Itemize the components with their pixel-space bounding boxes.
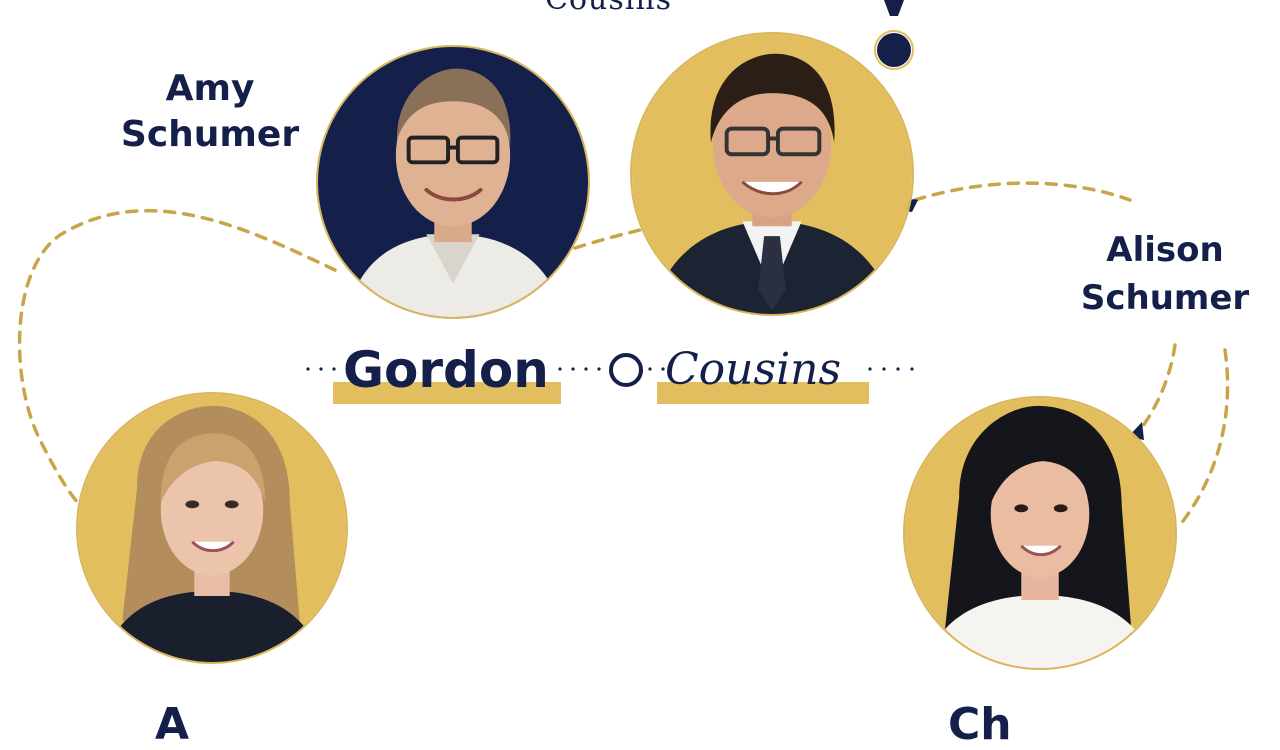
dashed-connector-left: [17, 208, 337, 507]
portrait-blonde-woman: [76, 392, 348, 664]
connector-lines: [17, 0, 1230, 527]
portrait-man-suit: [630, 32, 914, 316]
label-alison-schumer: Alison Schumer: [1080, 230, 1250, 318]
label-bottom-left-partial: A: [155, 699, 190, 750]
dashed-connector-middle: [573, 228, 642, 250]
label-amy-schumer: Amy Schumer: [120, 68, 300, 155]
cousins-highlight-bar: [657, 382, 869, 404]
dashed-connector-right-top: [913, 181, 1132, 202]
top-label: Cousins: [545, 0, 672, 17]
dashed-connector-right-outer: [1178, 348, 1230, 527]
name-gordon: Gordon: [343, 341, 549, 399]
ring-icon: [609, 353, 643, 387]
label-bottom-right-partial: Ch: [948, 699, 1012, 750]
name-cousins: Cousins: [665, 344, 842, 395]
dashed-connector-right-down: [1138, 343, 1177, 432]
portrait-dark-hair-woman: [903, 396, 1177, 670]
question-mark-icon: [874, 0, 914, 70]
dotted-divider: [306, 367, 914, 371]
gordon-highlight-bar: [333, 382, 561, 404]
portrait-older-man: [316, 45, 590, 319]
